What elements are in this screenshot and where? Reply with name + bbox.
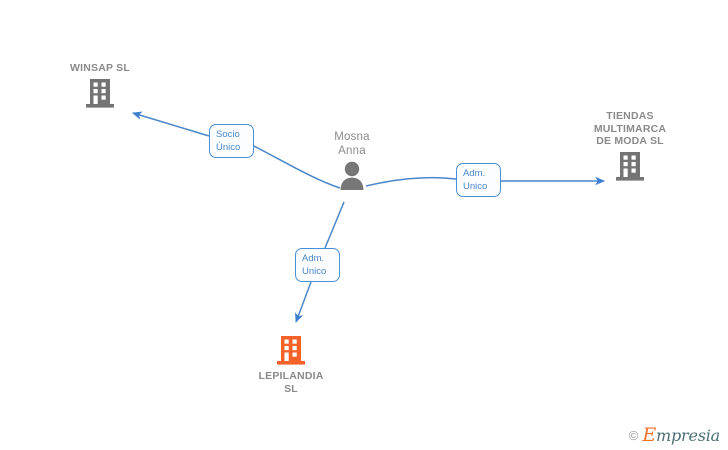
node-lepilandia[interactable]: LEPILANDIA SL <box>221 332 361 395</box>
node-tiendas-multimarca-de-moda[interactable]: TIENDAS MULTIMARCA DE MODA SL <box>560 110 700 182</box>
node-winsap[interactable]: WINSAP SL <box>30 62 170 109</box>
node-winsap-label: WINSAP SL <box>70 62 130 74</box>
building-icon-highlighted <box>221 334 361 366</box>
person-icon <box>282 160 422 190</box>
relation-label-adm-unico-tiendas[interactable]: Adm. Unico <box>456 163 501 197</box>
building-icon <box>30 77 170 109</box>
brand-initial: E <box>642 424 656 446</box>
copyright-icon: © <box>628 428 639 443</box>
relation-label-adm-unico-lepilandia[interactable]: Adm. Unico <box>295 248 340 282</box>
node-lepilandia-label: LEPILANDIA SL <box>258 370 324 395</box>
building-icon <box>560 150 700 182</box>
node-tiendas-multimarca-de-moda-label: TIENDAS MULTIMARCA DE MODA SL <box>593 110 667 147</box>
brand-rest: mpresia <box>656 426 720 445</box>
brand-wordmark: Empresia <box>642 424 720 446</box>
empresia-watermark: © Empresia <box>628 424 720 446</box>
node-mosna-anna-label: Mosna Anna <box>334 131 370 157</box>
relation-label-socio-unico[interactable]: Socio Único <box>209 124 254 158</box>
node-mosna-anna[interactable]: Mosna Anna <box>282 130 422 190</box>
